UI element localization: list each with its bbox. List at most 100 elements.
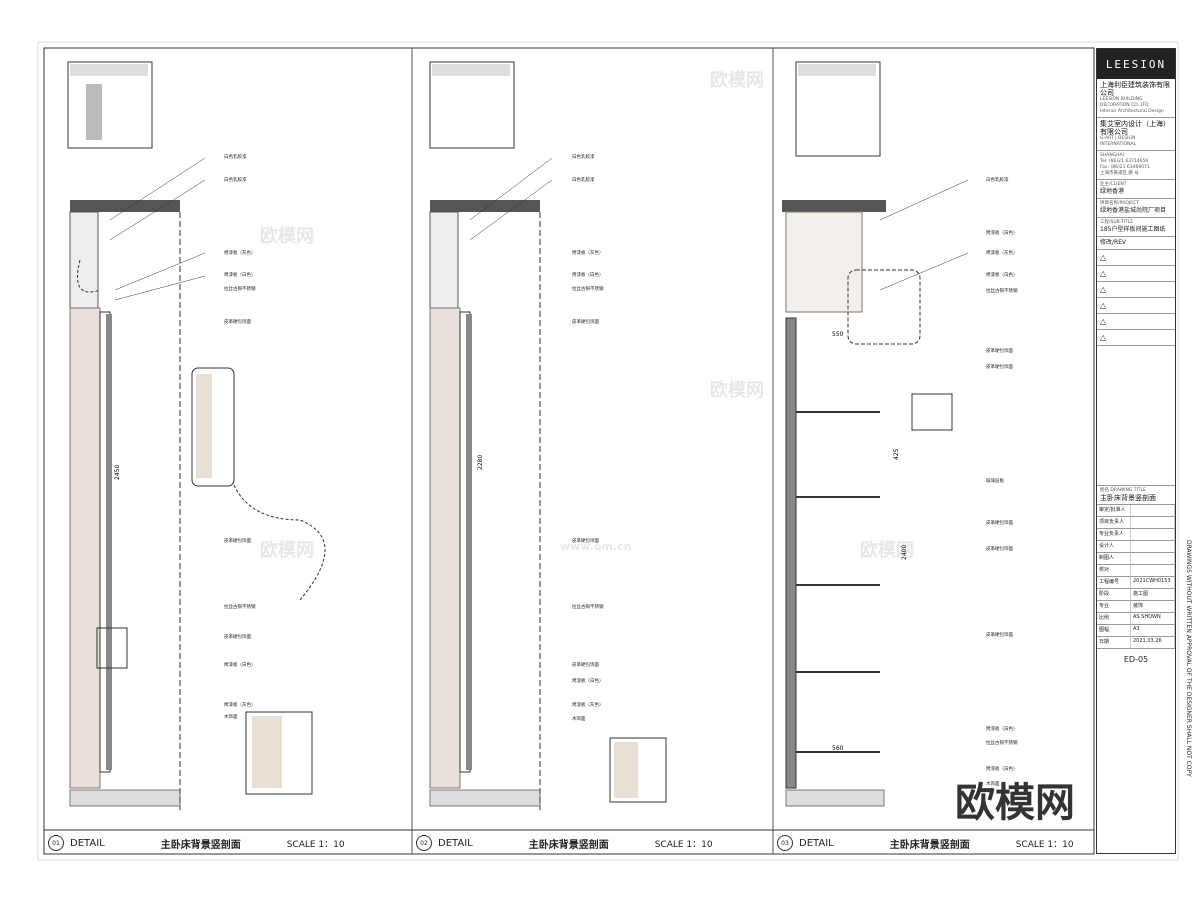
info-key: 比例 [1097,613,1131,625]
revision-label: 修改/REV [1097,237,1175,250]
blank-area [1097,346,1175,486]
callout-label: 皮革硬包饰面 [986,545,1013,552]
client-row: 业主/CLIENT 绿地香港 [1097,180,1175,199]
address-label: SHANGHAI [1100,153,1124,158]
callout-label: 木饰面 [986,780,1000,787]
detail-tag: DETAIL [438,837,473,849]
detail-scale: SCALE 1：10 [1015,839,1074,850]
company-info: 上海利臣建筑装饰有限公司 LEESION BUILDING DECORATION… [1097,79,1175,118]
detail-tag: DETAIL [70,837,105,849]
info-key: 专业 [1097,601,1131,613]
callout-label: 烤漆板（白色） [986,725,1018,732]
callout-label: 烤漆板（白色） [986,229,1018,236]
callout-label: 皮革硬包饰面 [572,537,599,544]
company-en: LEESION BUILDING DECORATION CO.,LTD [1100,97,1149,108]
revision-mark: △ [1097,250,1175,266]
callout-label: 白色乳胶漆 [224,176,247,183]
callout-label: 皮革硬包饰面 [224,633,251,640]
callouts-panel-2: 白色乳胶漆 白色乳胶漆 烤漆板（灰色） 烤漆板（白色） 拉丝古铜不锈钢 皮革硬包… [572,153,604,722]
callout-label: 白色乳胶漆 [572,176,595,183]
callout-label: 拉丝古铜不锈钢 [224,603,256,610]
revision-mark: △ [1097,330,1175,346]
callout-label: 木饰面 [572,715,586,722]
callout-label: 拉丝古铜不锈钢 [986,739,1018,746]
callout-label: 烤漆板（灰色） [986,249,1018,256]
callout-label: 皮革硬包饰面 [572,661,599,668]
scope-label: 工程/SUB-TITLE [1100,220,1134,225]
callout-label: 拉丝古铜不锈钢 [572,285,604,292]
detail-label-3: 03 DETAIL 主卧床背景竖剖面 SCALE 1：10 [777,835,1074,851]
watermark-logo: 欧模网 [955,780,1075,826]
contact-line: 上海市黄浦区 路 号 [1100,171,1139,176]
company-cn: 上海利臣建筑装饰有限公司 [1100,81,1170,97]
approval-row: 设计人 [1097,541,1131,553]
callout-label: 拉丝古铜不锈钢 [572,603,604,610]
project-label: 项目名称/PROJECT [1100,201,1139,206]
revision-mark: △ [1097,266,1175,282]
callout-label: 白色乳胶漆 [224,153,247,160]
detail-label-2: 02 DETAIL 主卧床背景竖剖面 SCALE 1：10 [416,835,713,851]
partner-cn: 集艾室内设计（上海）有限公司 [1100,120,1170,136]
company-logo: LEESION [1097,49,1175,79]
sheet-border [43,47,1095,855]
drawing-title-label: 图名 DRAWING TITLE [1100,488,1146,493]
callout-label: 烤漆板（灰色） [572,249,604,256]
callout-label: 烤漆板（白色） [986,271,1018,278]
sheet-number: ED-05 [1123,655,1149,664]
dim-text-1: 2450 [114,465,121,480]
scope-value: 185户型样板间施工图纸 [1100,226,1166,233]
callout-label: 皮革硬包饰面 [224,318,251,325]
client-label: 业主/CLIENT [1100,182,1127,187]
callout-label: 烤漆板（白色） [572,271,604,278]
detail-label-1: 01 DETAIL 主卧床背景竖剖面 SCALE 1：10 [48,835,345,851]
partner-en: G-ART | DESIGN INTERNATIONAL [1100,136,1137,147]
panel-2-section: 2280 [429,61,667,810]
contact-line: Fax: (86)21 63469071 [1100,165,1150,170]
callout-label: 烤漆板（灰色） [224,701,256,708]
callout-label: 拉丝古铜不锈钢 [224,285,256,292]
dim-text-4: 550 [832,331,844,338]
info-key: 图幅 [1097,625,1131,637]
approval-row: 校对 [1097,565,1131,577]
detail-title: 主卧床背景竖剖面 [889,839,970,851]
approval-row: 项目负责人 [1097,517,1131,529]
callout-label: 烤漆板（灰色） [572,701,604,708]
revision-mark: △ [1097,298,1175,314]
callout-label: 烤漆板（白色） [986,765,1018,772]
callout-label: 玻璃层板 [986,477,1004,484]
callout-label: 皮革硬包饰面 [986,363,1013,370]
callouts-panel-1: 白色乳胶漆 白色乳胶漆 烤漆板（灰色） 烤漆板（白色） 拉丝古铜不锈钢 皮革硬包… [224,153,256,720]
callout-label: 白色乳胶漆 [572,153,595,160]
info-value: 2021CWH0153 [1131,577,1175,589]
callouts-panel-3: 白色乳胶漆 烤漆板（白色） 烤漆板（灰色） 烤漆板（白色） 拉丝古铜不锈钢 皮革… [986,176,1018,787]
detail-scale: SCALE 1：10 [286,839,345,850]
approval-row: 专业负责人 [1097,529,1131,541]
outer-border [37,41,1179,861]
info-value: 2021.03.26 [1131,637,1175,649]
company-en-sub: Interior Architectural Design [1100,109,1164,114]
detail-number: 03 [777,835,793,851]
info-key: 阶段 [1097,589,1131,601]
revision-mark: △ [1097,282,1175,298]
title-block: LEESION 上海利臣建筑装饰有限公司 LEESION BUILDING DE… [1096,48,1176,854]
dim-text-2: 2280 [477,455,484,470]
info-value: A3 [1131,625,1175,637]
scope-row: 工程/SUB-TITLE 185户型样板间施工图纸 [1097,218,1175,237]
project-value: 绿地香港盐城尚院厂项目 [1100,207,1167,214]
info-key: 日期 [1097,637,1131,649]
callout-label: 皮革硬包饰面 [224,537,251,544]
callout-label: 烤漆板（白色） [224,271,256,278]
detail-title: 主卧床背景竖剖面 [160,839,241,851]
panel-1-section: 2450 [67,61,326,810]
detail-scale: SCALE 1：10 [654,839,713,850]
detail-title: 主卧床背景竖剖面 [528,839,609,851]
detail-number: 02 [416,835,432,851]
callout-leaders [109,157,969,301]
dim-text-6: 425 [893,448,900,460]
approval-row: 审定/批准人 [1097,505,1131,517]
info-value: 装饰 [1131,601,1175,613]
callout-label: 皮革硬包饰面 [986,519,1013,526]
drawing-title-row: 图名 DRAWING TITLE 主卧床背景竖剖面 [1097,486,1175,505]
